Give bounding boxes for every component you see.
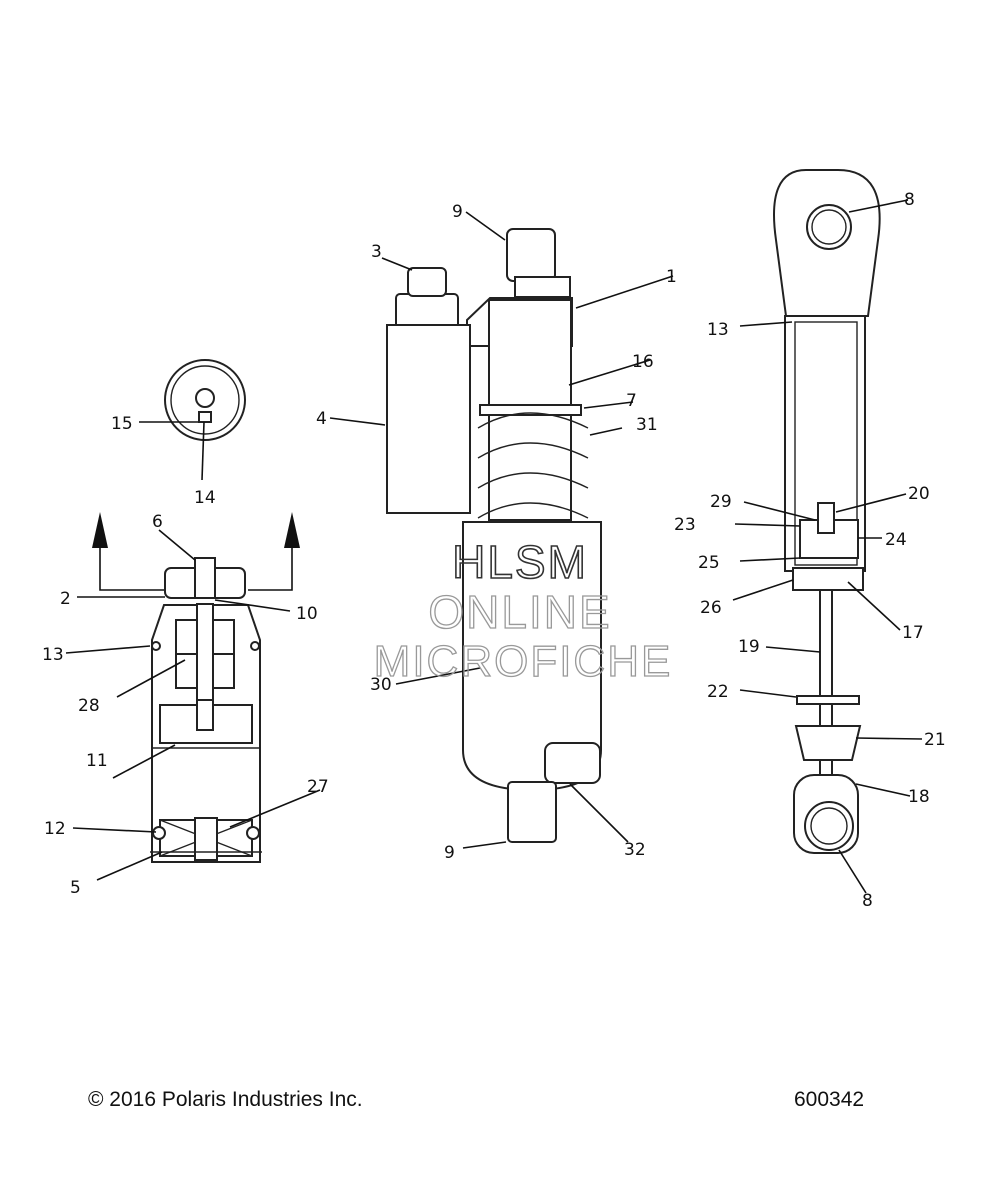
callout-4: 4 [316,409,327,429]
callout-29: 29 [710,492,732,512]
callout-31: 31 [636,415,658,435]
callout-7: 7 [626,391,637,411]
callout-labels: 1 3 4 5 6 7 8 8 9 9 10 11 12 13 13 14 15… [42,190,946,911]
callout-25: 25 [698,553,720,573]
callout-20: 20 [908,484,930,504]
callout-16: 16 [632,352,654,372]
callout-21: 21 [924,730,946,750]
callout-18: 18 [908,787,930,807]
callout-13-right: 13 [707,320,729,340]
callout-22: 22 [707,682,729,702]
callout-27: 27 [307,777,329,797]
leader-lines [65,199,923,894]
diagram-number: 600342 [794,1088,865,1111]
shock-assembly [386,228,602,843]
callout-28: 28 [78,696,100,716]
callout-24: 24 [885,530,907,550]
callout-13-left: 13 [42,645,64,665]
callout-14: 14 [194,488,216,508]
callout-6: 6 [152,512,163,532]
callout-32: 32 [624,840,646,860]
callout-9-top: 9 [452,202,463,222]
callout-1: 1 [666,267,677,287]
copyright-notice: © 2016 Polaris Industries Inc. [88,1088,363,1111]
watermark-line-3: MICROFICHE [374,637,673,686]
watermark-line-1: HLSM [452,536,588,588]
shock-cross-section [773,169,881,854]
callout-8-bottom: 8 [862,891,873,911]
callout-17: 17 [902,623,924,643]
watermark-line-2: ONLINE [428,586,611,638]
callout-26: 26 [700,598,722,618]
callout-12: 12 [44,819,66,839]
adjuster-knob-detail [164,359,246,441]
callout-23: 23 [674,515,696,535]
callout-15: 15 [111,414,133,434]
callout-30: 30 [370,675,392,695]
callout-5: 5 [70,878,81,898]
callout-2: 2 [60,589,71,609]
callout-3: 3 [371,242,382,262]
callout-8-top: 8 [904,190,915,210]
callout-11: 11 [86,751,108,771]
reservoir-cutaway [92,512,300,863]
callout-10: 10 [296,604,318,624]
callout-9-bottom: 9 [444,843,455,863]
callout-19: 19 [738,637,760,657]
watermark: HLSM ONLINE MICROFICHE [373,535,673,686]
